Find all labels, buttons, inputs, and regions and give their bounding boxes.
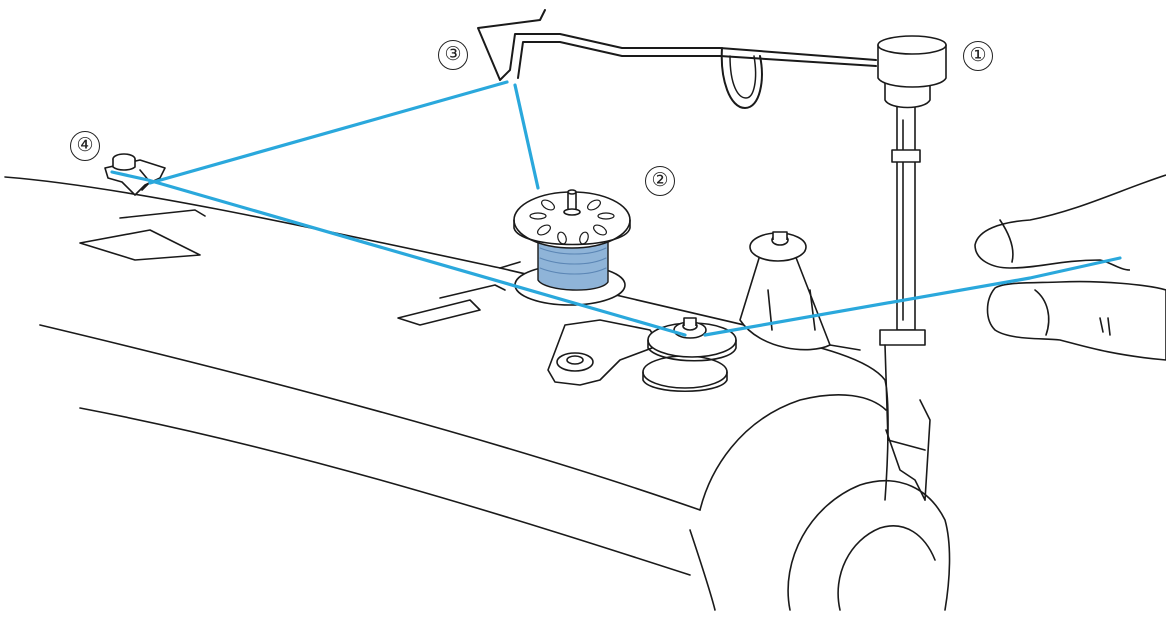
thread-guide3-to-guide4 bbox=[148, 80, 509, 185]
thread-guide bbox=[477, 9, 877, 109]
thread-bobbin-to-guide3 bbox=[513, 83, 540, 190]
bobbin-winding-tension-disc bbox=[547, 317, 737, 392]
hand bbox=[974, 174, 1166, 361]
callout-1-spool-pin: ① bbox=[963, 41, 993, 71]
thread-guide4-to-disc bbox=[110, 170, 687, 337]
callout-4-thread-guide-front: ④ bbox=[70, 131, 100, 161]
callout-3-thread-guide: ③ bbox=[438, 40, 468, 70]
callout-2-bobbin: ② bbox=[645, 166, 675, 196]
bobbin bbox=[513, 189, 631, 306]
spool-pin bbox=[877, 35, 947, 451]
thread-path bbox=[110, 80, 1122, 337]
thread-guide-front bbox=[104, 153, 166, 196]
thread-disc-to-hand bbox=[703, 256, 1122, 337]
bobbin-winder-stop bbox=[739, 231, 861, 351]
